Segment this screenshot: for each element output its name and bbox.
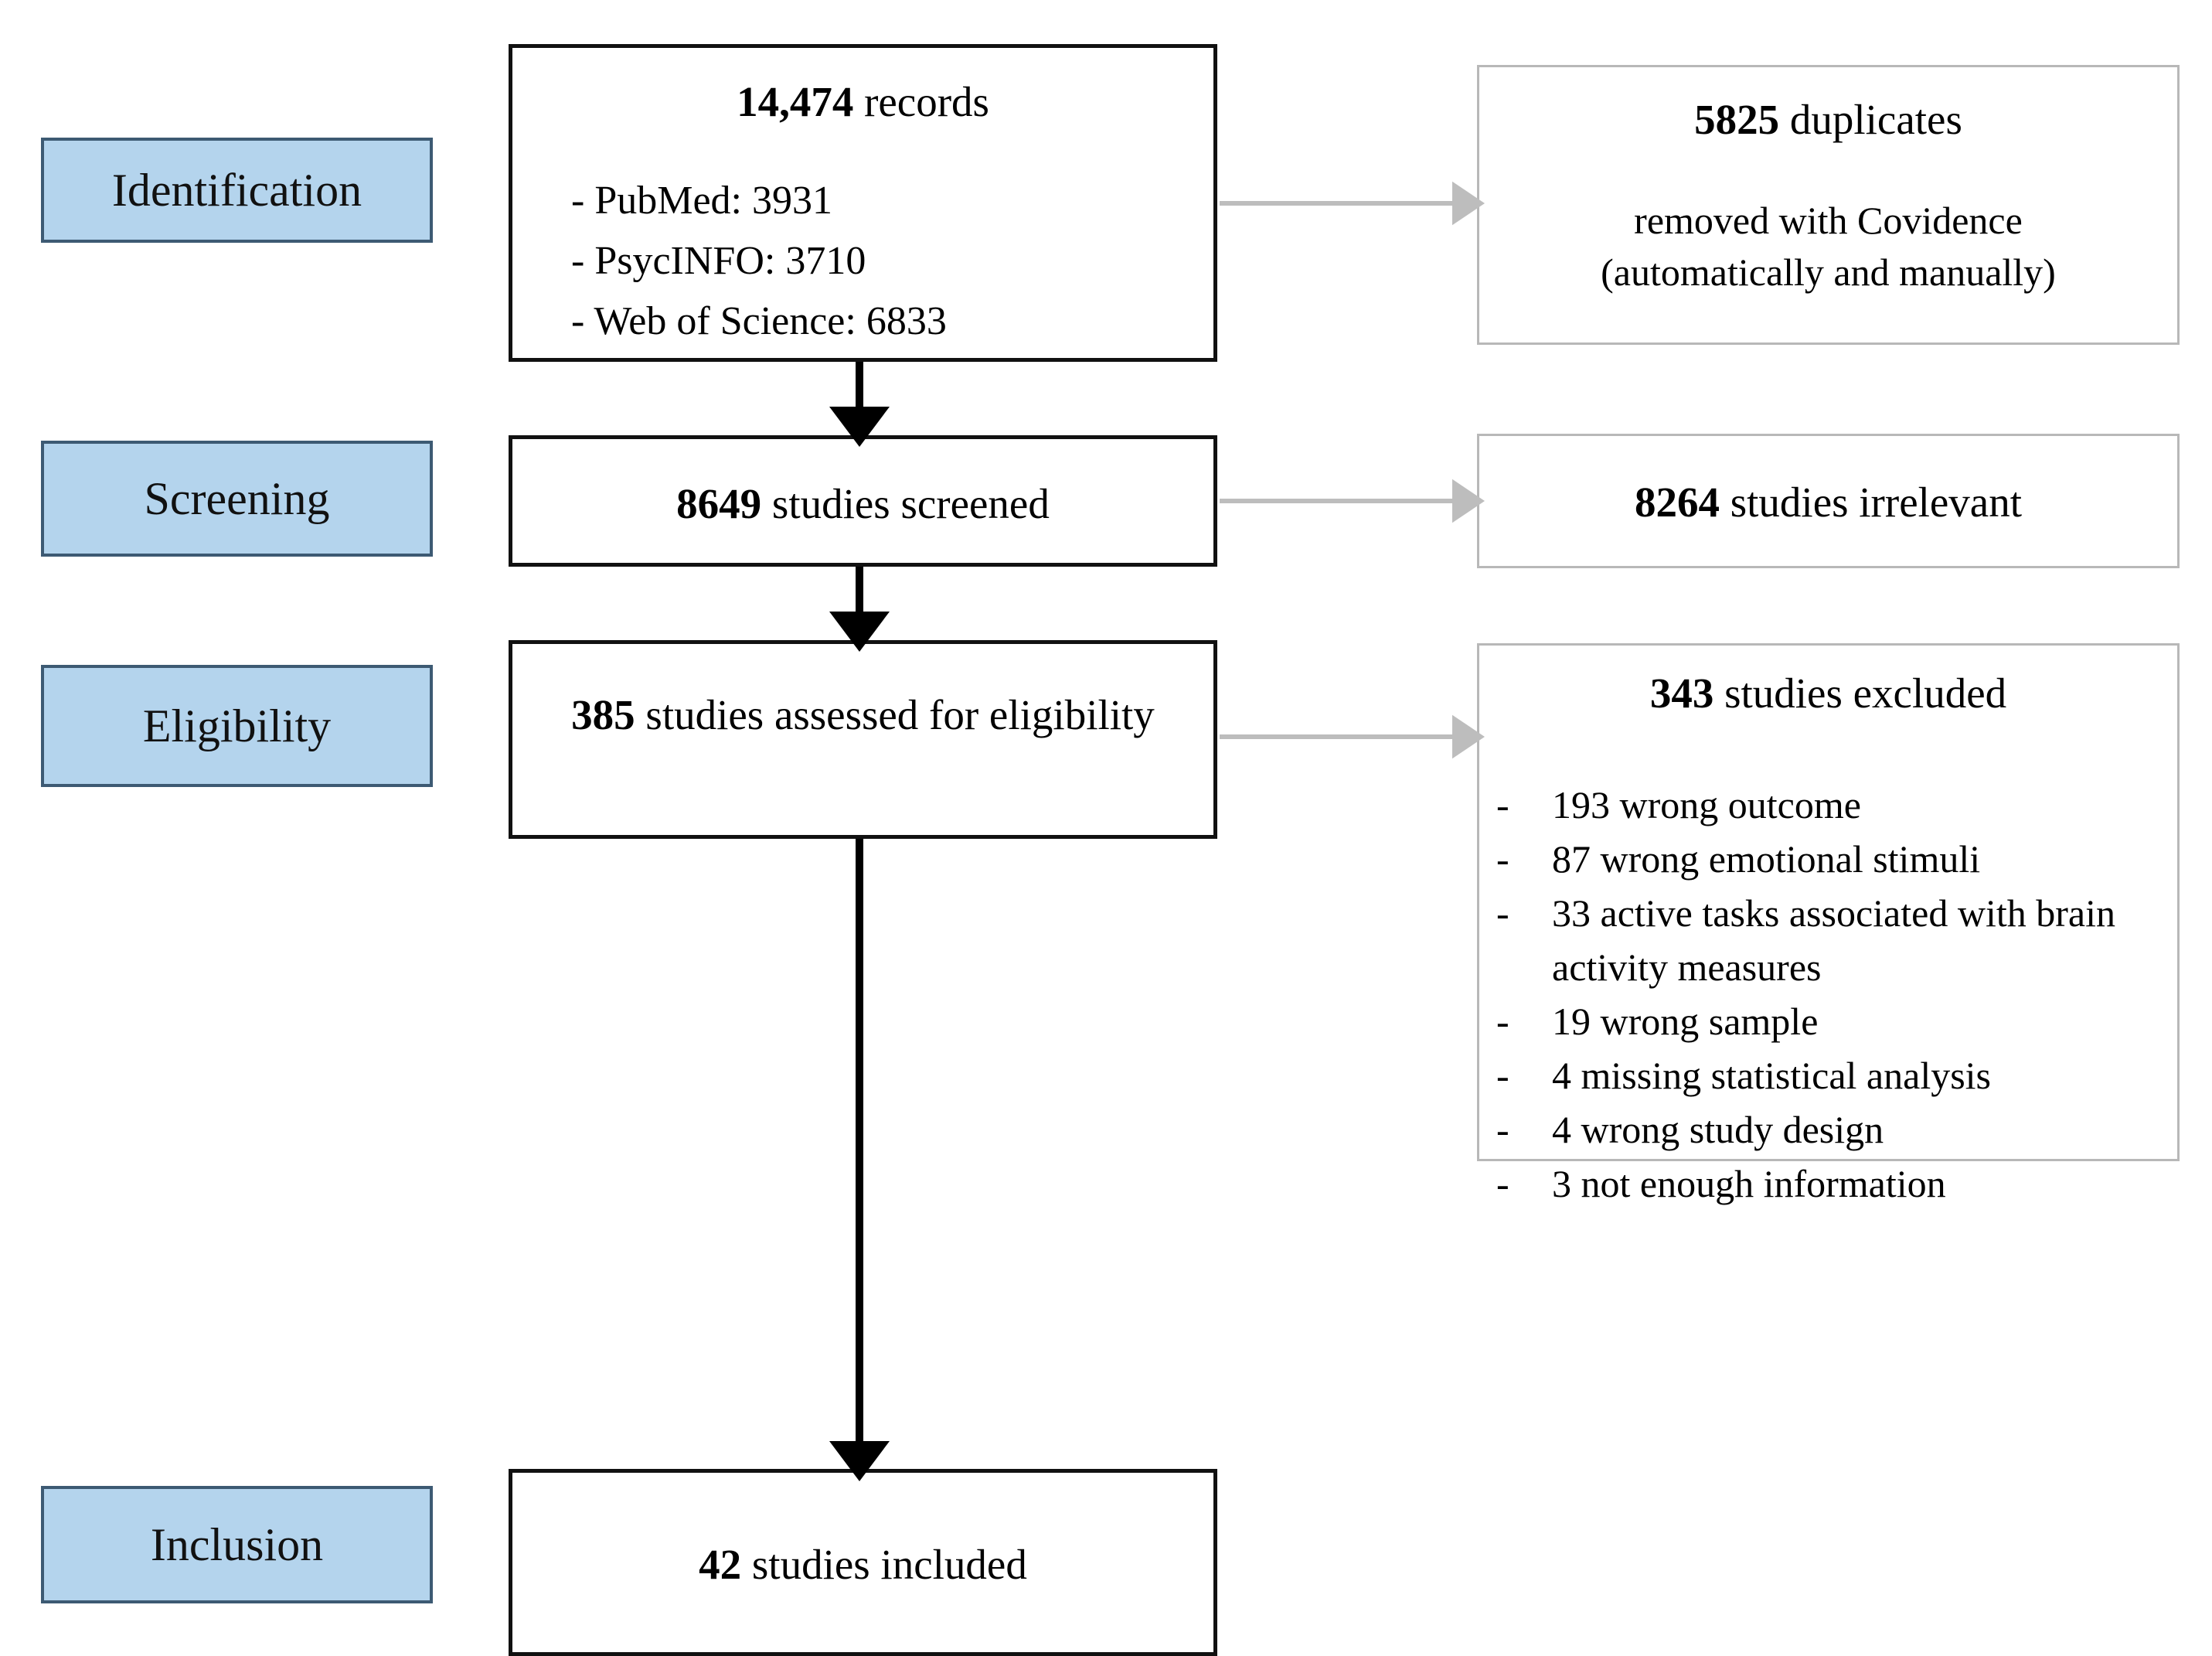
box-studies-assessed-eligibility: 385 studies assessed for eligibility xyxy=(509,640,1217,839)
eligible-label: studies assessed for eligibility xyxy=(645,691,1155,738)
box-duplicates-removed: 5825 duplicates removed with Covidence (… xyxy=(1477,65,2180,345)
reason-text: 3 not enough information xyxy=(1552,1161,1946,1205)
reason-text: 4 wrong study design xyxy=(1552,1107,1884,1151)
exclusion-reason-list: - 193 wrong outcome - 87 wrong emotional… xyxy=(1496,778,2177,1211)
bullet-dash: - xyxy=(1496,891,1509,935)
irrelevant-count: 8264 xyxy=(1635,479,1720,526)
reason-text: 4 missing statistical analysis xyxy=(1552,1053,1992,1097)
bullet-dash: - xyxy=(1496,1053,1509,1097)
reason-text: 87 wrong emotional stimuli xyxy=(1552,837,1981,881)
screened-headline: 8649 studies screened xyxy=(512,439,1213,531)
stage-label-text: Identification xyxy=(111,165,362,216)
records-source-list: - PubMed: 3931 - PsycINFO: 3710 - Web of… xyxy=(540,171,1213,352)
records-label: records xyxy=(864,78,989,125)
box-records-identified: 14,474 records - PubMed: 3931 - PsycINFO… xyxy=(509,44,1217,362)
duplicates-headline: 5825 duplicates xyxy=(1479,67,2177,147)
stage-label-text: Screening xyxy=(144,473,330,524)
box-studies-irrelevant: 8264 studies irrelevant xyxy=(1477,434,2180,568)
duplicates-count: 5825 xyxy=(1694,96,1780,143)
reason-text: 33 active tasks associated with brain ac… xyxy=(1552,891,2115,989)
stage-label-screening: Screening xyxy=(41,441,433,557)
box-studies-included: 42 studies included xyxy=(509,1469,1217,1656)
excluded-count: 343 xyxy=(1649,670,1714,717)
bullet-dash: - xyxy=(1496,837,1509,881)
bullet-dash: - xyxy=(1496,999,1509,1043)
bullet-dash: - xyxy=(1496,1161,1509,1205)
irrelevant-label: studies irrelevant xyxy=(1730,479,2022,526)
list-item: - 3 not enough information xyxy=(1496,1157,2177,1211)
screened-label: studies screened xyxy=(771,480,1050,527)
duplicates-detail: removed with Covidence (automatically an… xyxy=(1479,195,2177,298)
eligible-headline: 385 studies assessed for eligibility xyxy=(512,644,1213,742)
box-studies-screened: 8649 studies screened xyxy=(509,435,1217,567)
list-item: - Web of Science: 6833 xyxy=(571,298,947,343)
list-item: - PsycINFO: 3710 xyxy=(571,238,866,283)
list-item: - 33 active tasks associated with brain … xyxy=(1496,886,2177,994)
eligible-count: 385 xyxy=(571,691,635,738)
duplicates-detail-line1: removed with Covidence xyxy=(1634,198,2023,242)
list-item: - 4 missing statistical analysis xyxy=(1496,1048,2177,1102)
included-headline: 42 studies included xyxy=(512,1473,1213,1592)
stage-label-identification: Identification xyxy=(41,138,433,243)
bullet-dash: - xyxy=(1496,782,1509,826)
box-studies-excluded: 343 studies excluded - 193 wrong outcome… xyxy=(1477,643,2180,1205)
bullet-dash: - xyxy=(1496,1107,1509,1151)
list-item: - 19 wrong sample xyxy=(1496,994,2177,1048)
irrelevant-headline: 8264 studies irrelevant xyxy=(1479,436,2177,530)
stage-label-text: Inclusion xyxy=(150,1519,324,1570)
stage-label-inclusion: Inclusion xyxy=(41,1486,433,1603)
records-count: 14,474 xyxy=(737,78,854,125)
stage-label-text: Eligibility xyxy=(142,700,332,751)
reason-text: 19 wrong sample xyxy=(1552,999,1819,1043)
duplicates-label: duplicates xyxy=(1789,96,1962,143)
screened-count: 8649 xyxy=(676,480,762,527)
list-item: - 87 wrong emotional stimuli xyxy=(1496,832,2177,886)
list-item: - 193 wrong outcome xyxy=(1496,778,2177,832)
records-headline: 14,474 records xyxy=(512,48,1213,129)
stage-label-eligibility: Eligibility xyxy=(41,665,433,787)
list-item: - PubMed: 3931 xyxy=(571,178,832,223)
excluded-headline: 343 studies excluded xyxy=(1479,646,2177,721)
included-label: studies included xyxy=(751,1541,1027,1588)
excluded-label: studies excluded xyxy=(1724,670,2007,717)
duplicates-detail-line2: (automatically and manually) xyxy=(1601,250,2056,294)
included-count: 42 xyxy=(699,1541,742,1588)
reason-text: 193 wrong outcome xyxy=(1552,782,1861,826)
list-item: - 4 wrong study design xyxy=(1496,1102,2177,1157)
